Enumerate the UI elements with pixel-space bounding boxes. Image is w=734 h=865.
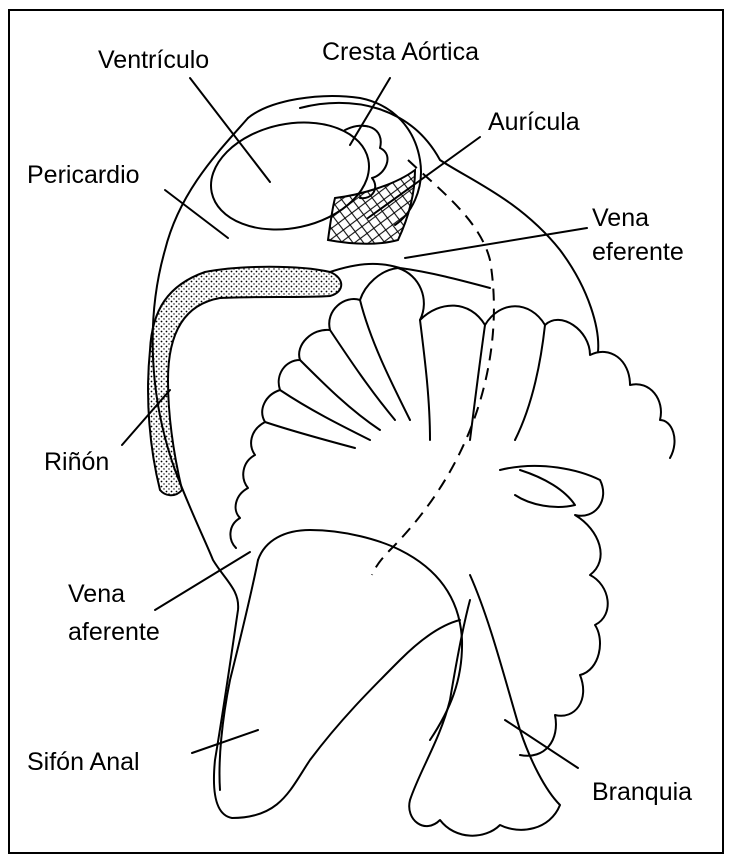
label-vena-eferente-1: Vena — [592, 204, 649, 232]
kidney — [148, 267, 341, 496]
body-outline — [153, 118, 460, 818]
label-branquia: Branquia — [592, 778, 692, 806]
label-sifon-anal: Sifón Anal — [27, 748, 140, 776]
gill-folds-bottom — [409, 575, 560, 836]
label-rinon: Riñón — [44, 448, 109, 476]
gill-folds-upper — [398, 268, 675, 458]
gill-vessels — [265, 300, 545, 448]
leader-sifon-anal — [192, 730, 258, 753]
label-vena-aferente-2: aferente — [68, 618, 160, 646]
leader-vena-aferente — [155, 552, 250, 610]
leader-ventriculo — [190, 78, 270, 182]
label-pericardio: Pericardio — [27, 161, 140, 189]
afferent-vein-outline — [258, 530, 462, 740]
label-auricula: Aurícula — [488, 108, 580, 136]
label-cresta-aortica: Cresta Aórtica — [322, 38, 479, 66]
gill-folds-lower — [500, 466, 608, 756]
anal-siphon — [219, 560, 258, 790]
leader-pericardio — [165, 190, 228, 238]
efferent-vein-outline — [330, 264, 490, 288]
auricle — [328, 170, 415, 244]
leader-auricula — [368, 137, 480, 218]
label-ventriculo: Ventrículo — [98, 46, 209, 74]
label-vena-aferente-1: Vena — [68, 580, 125, 608]
label-vena-eferente-2: eferente — [592, 238, 684, 266]
leader-branquia — [505, 720, 578, 768]
gill-lobe-mid — [515, 470, 575, 507]
gill-folds-left — [230, 268, 398, 548]
leader-vena-eferente — [405, 228, 587, 258]
